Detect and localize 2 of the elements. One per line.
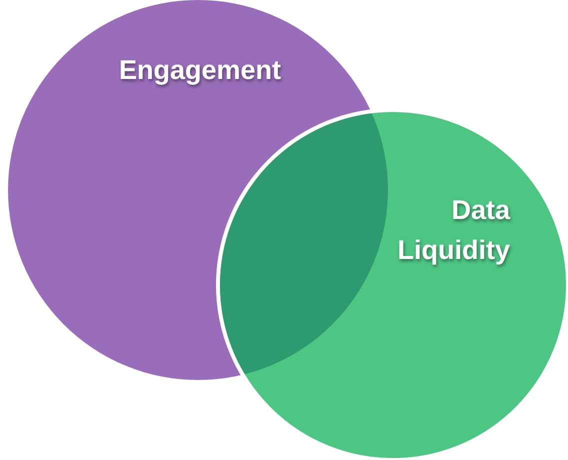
circle-label: Data Liquidity — [396, 194, 510, 267]
circle-label: Engagement — [118, 54, 282, 87]
